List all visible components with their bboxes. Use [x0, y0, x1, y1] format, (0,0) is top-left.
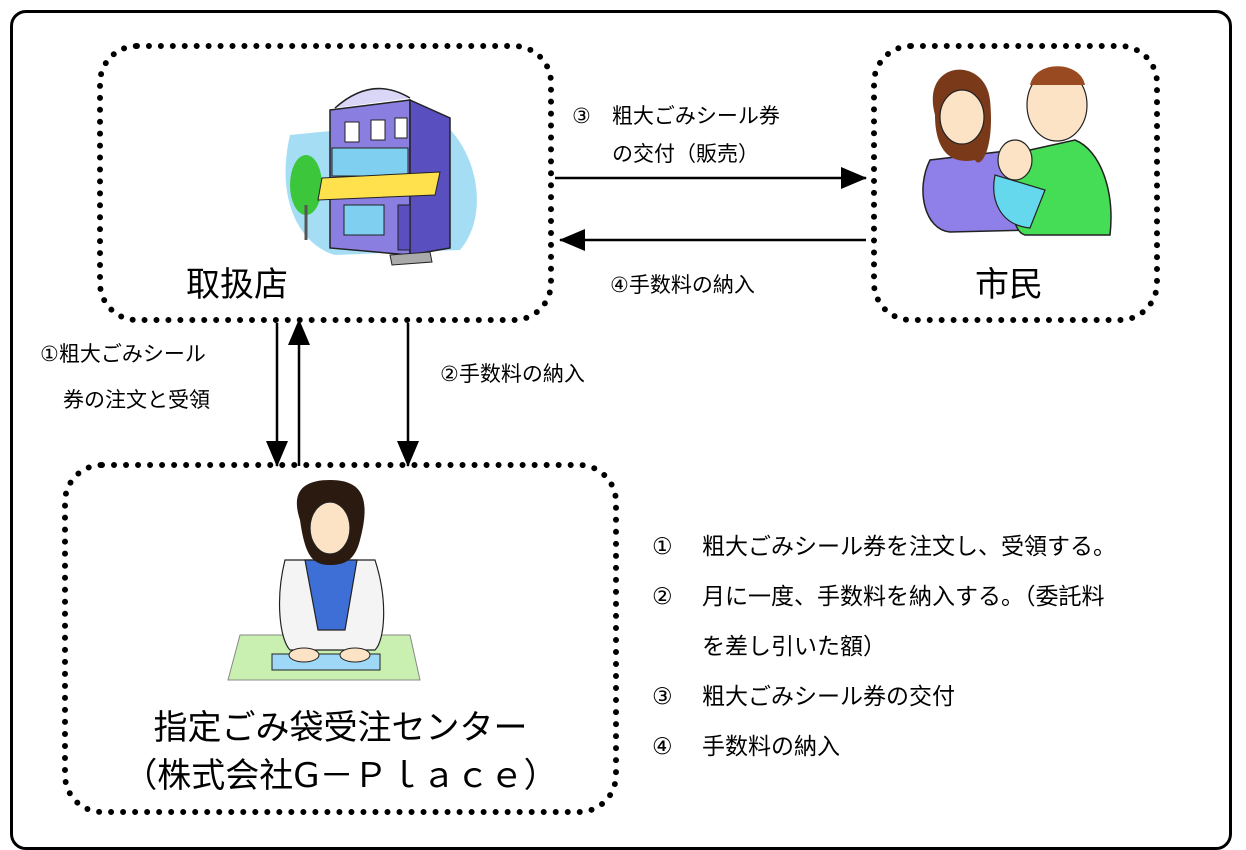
flow-to-store-label: ④手数料の納入	[610, 273, 755, 297]
legend-number: ①	[652, 534, 673, 560]
legend-text: 手数料の納入	[702, 734, 840, 760]
flow-to-citizen-line2: の交付（販売）	[612, 142, 759, 166]
legend-item: ② 月に一度、手数料を納入する。（委託料	[652, 572, 1116, 622]
legend-text: 月に一度、手数料を納入する。（委託料	[702, 584, 1105, 610]
center-label-line2: （株式会社G－Ｐｌａｃｅ）	[123, 756, 558, 796]
store-building-illustration	[285, 87, 477, 266]
legend-text: 粗大ごみシール券の交付	[702, 684, 955, 710]
citizen-box	[871, 43, 1160, 323]
legend-number: ④	[652, 734, 673, 760]
operator-illustration	[227, 480, 421, 681]
legend-text: 粗大ごみシール券を注文し、受領する。	[702, 534, 1116, 560]
flow-order-line1: ①粗大ごみシール	[40, 342, 206, 366]
legend-item: ④ 手数料の納入	[652, 722, 1116, 772]
center-label-line1: 指定ごみ袋受注センター	[153, 708, 528, 748]
flow-order-line2: 券の注文と受領	[63, 388, 210, 412]
flow-fee-label: ②手数料の納入	[440, 362, 585, 386]
family-illustration	[922, 66, 1112, 236]
legend-number: ②	[652, 584, 673, 610]
store-box	[97, 43, 554, 323]
legend-item: ① 粗大ごみシール券を注文し、受領する。	[652, 522, 1116, 572]
legend-item: ③ 粗大ごみシール券の交付	[652, 672, 1116, 722]
center-box	[62, 462, 619, 815]
legend-text-continued: を差し引いた額）	[702, 634, 886, 660]
flow-to-citizen-line1: ③ 粗大ごみシール券	[572, 104, 780, 128]
store-label: 取扱店	[186, 265, 288, 305]
citizen-label: 市民	[975, 265, 1043, 305]
legend-number: ③	[652, 684, 673, 710]
legend-list: ① 粗大ごみシール券を注文し、受領する。 ② 月に一度、手数料を納入する。（委託…	[652, 522, 1116, 772]
